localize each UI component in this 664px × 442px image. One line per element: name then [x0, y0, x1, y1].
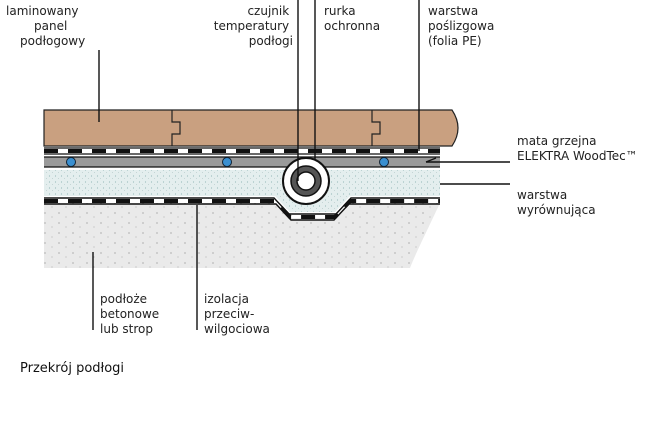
- leveling-texture: [44, 170, 440, 212]
- panel-joint: [371, 110, 381, 146]
- diagram-caption: Przekrój podłogi: [20, 361, 124, 376]
- label-protective-tube: rurka ochronna: [324, 4, 380, 33]
- label-heating-mat: mata grzejna ELEKTRA WoodTec™: [517, 134, 638, 163]
- slip-layer-foil: [44, 147, 440, 155]
- heating-cable: [66, 157, 76, 167]
- moisture-insulation-foil: [44, 197, 440, 221]
- temperature-sensor: [296, 171, 316, 191]
- panel-joint: [171, 110, 181, 146]
- label-leveling-layer: warstwa wyrównująca: [517, 188, 596, 217]
- concrete-texture: [44, 203, 440, 268]
- label-laminate: laminowany panel podłogowy: [6, 4, 85, 48]
- heating-cable: [222, 157, 232, 167]
- laminate-panel: [43, 109, 459, 147]
- label-substrate: podłoże betonowe lub strop: [100, 292, 163, 336]
- heating-mat: [44, 156, 440, 168]
- label-temperature-sensor: czujnik temperatury podłogi: [214, 4, 293, 48]
- leader-heating-mat-arrow: [425, 157, 437, 163]
- label-moisture-insulation: izolacja przeciw- wilgociowa: [204, 292, 270, 336]
- label-slip-layer: warstwa poślizgowa (folia PE): [428, 4, 498, 48]
- heating-cable: [379, 157, 389, 167]
